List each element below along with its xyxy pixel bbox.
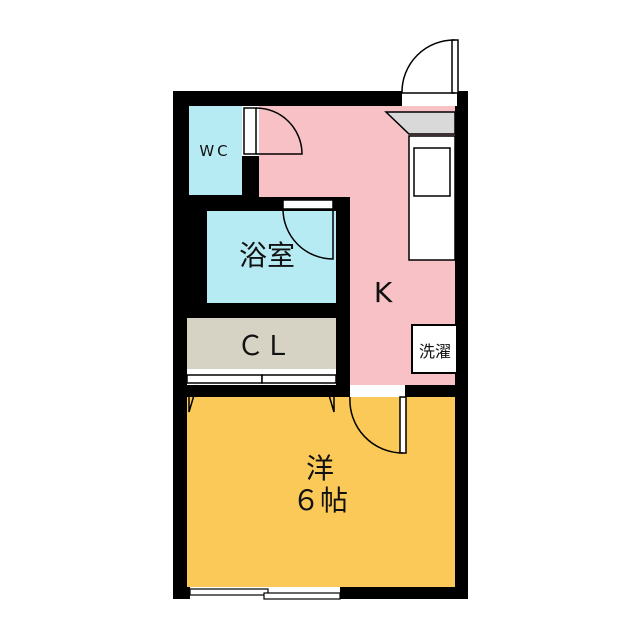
closet-door-left[interactable] (186, 374, 263, 384)
closet-swing-left (188, 384, 198, 413)
laundry-label: 洗濯 (419, 342, 451, 361)
western-door-gap (350, 385, 405, 397)
window-sash-left[interactable] (189, 588, 269, 596)
sink-icon (413, 147, 451, 197)
closet-door-right[interactable] (261, 374, 337, 384)
entrance-door-leaf[interactable] (451, 39, 459, 94)
closet-floor (187, 318, 336, 369)
counter-top (384, 111, 456, 135)
closet-label: ＣＬ (237, 331, 291, 362)
western-door-leaf[interactable] (399, 396, 407, 454)
western-door-swing (349, 396, 404, 454)
western-room-floor (187, 397, 455, 587)
laundry-box (411, 324, 458, 374)
entrance-gap (402, 91, 457, 106)
western-room-label: 洋 (306, 452, 334, 485)
window-sash-right[interactable] (263, 592, 341, 600)
bath-label: 浴室 (239, 239, 295, 272)
bath-door-leaf[interactable] (282, 199, 334, 210)
kitchen-label: K (374, 276, 393, 309)
wc-door-leaf[interactable] (243, 107, 257, 155)
wc-floor (189, 106, 242, 195)
kitchen-floor (259, 106, 455, 385)
entrance-door-swing (401, 39, 456, 94)
bath-floor (207, 211, 336, 303)
wc-label: WC (199, 142, 230, 160)
bath-door-swing (282, 208, 334, 260)
closet-swing-right (325, 384, 335, 413)
wc-door-swing (255, 107, 303, 155)
western-room-size: ６帖 (292, 484, 348, 517)
